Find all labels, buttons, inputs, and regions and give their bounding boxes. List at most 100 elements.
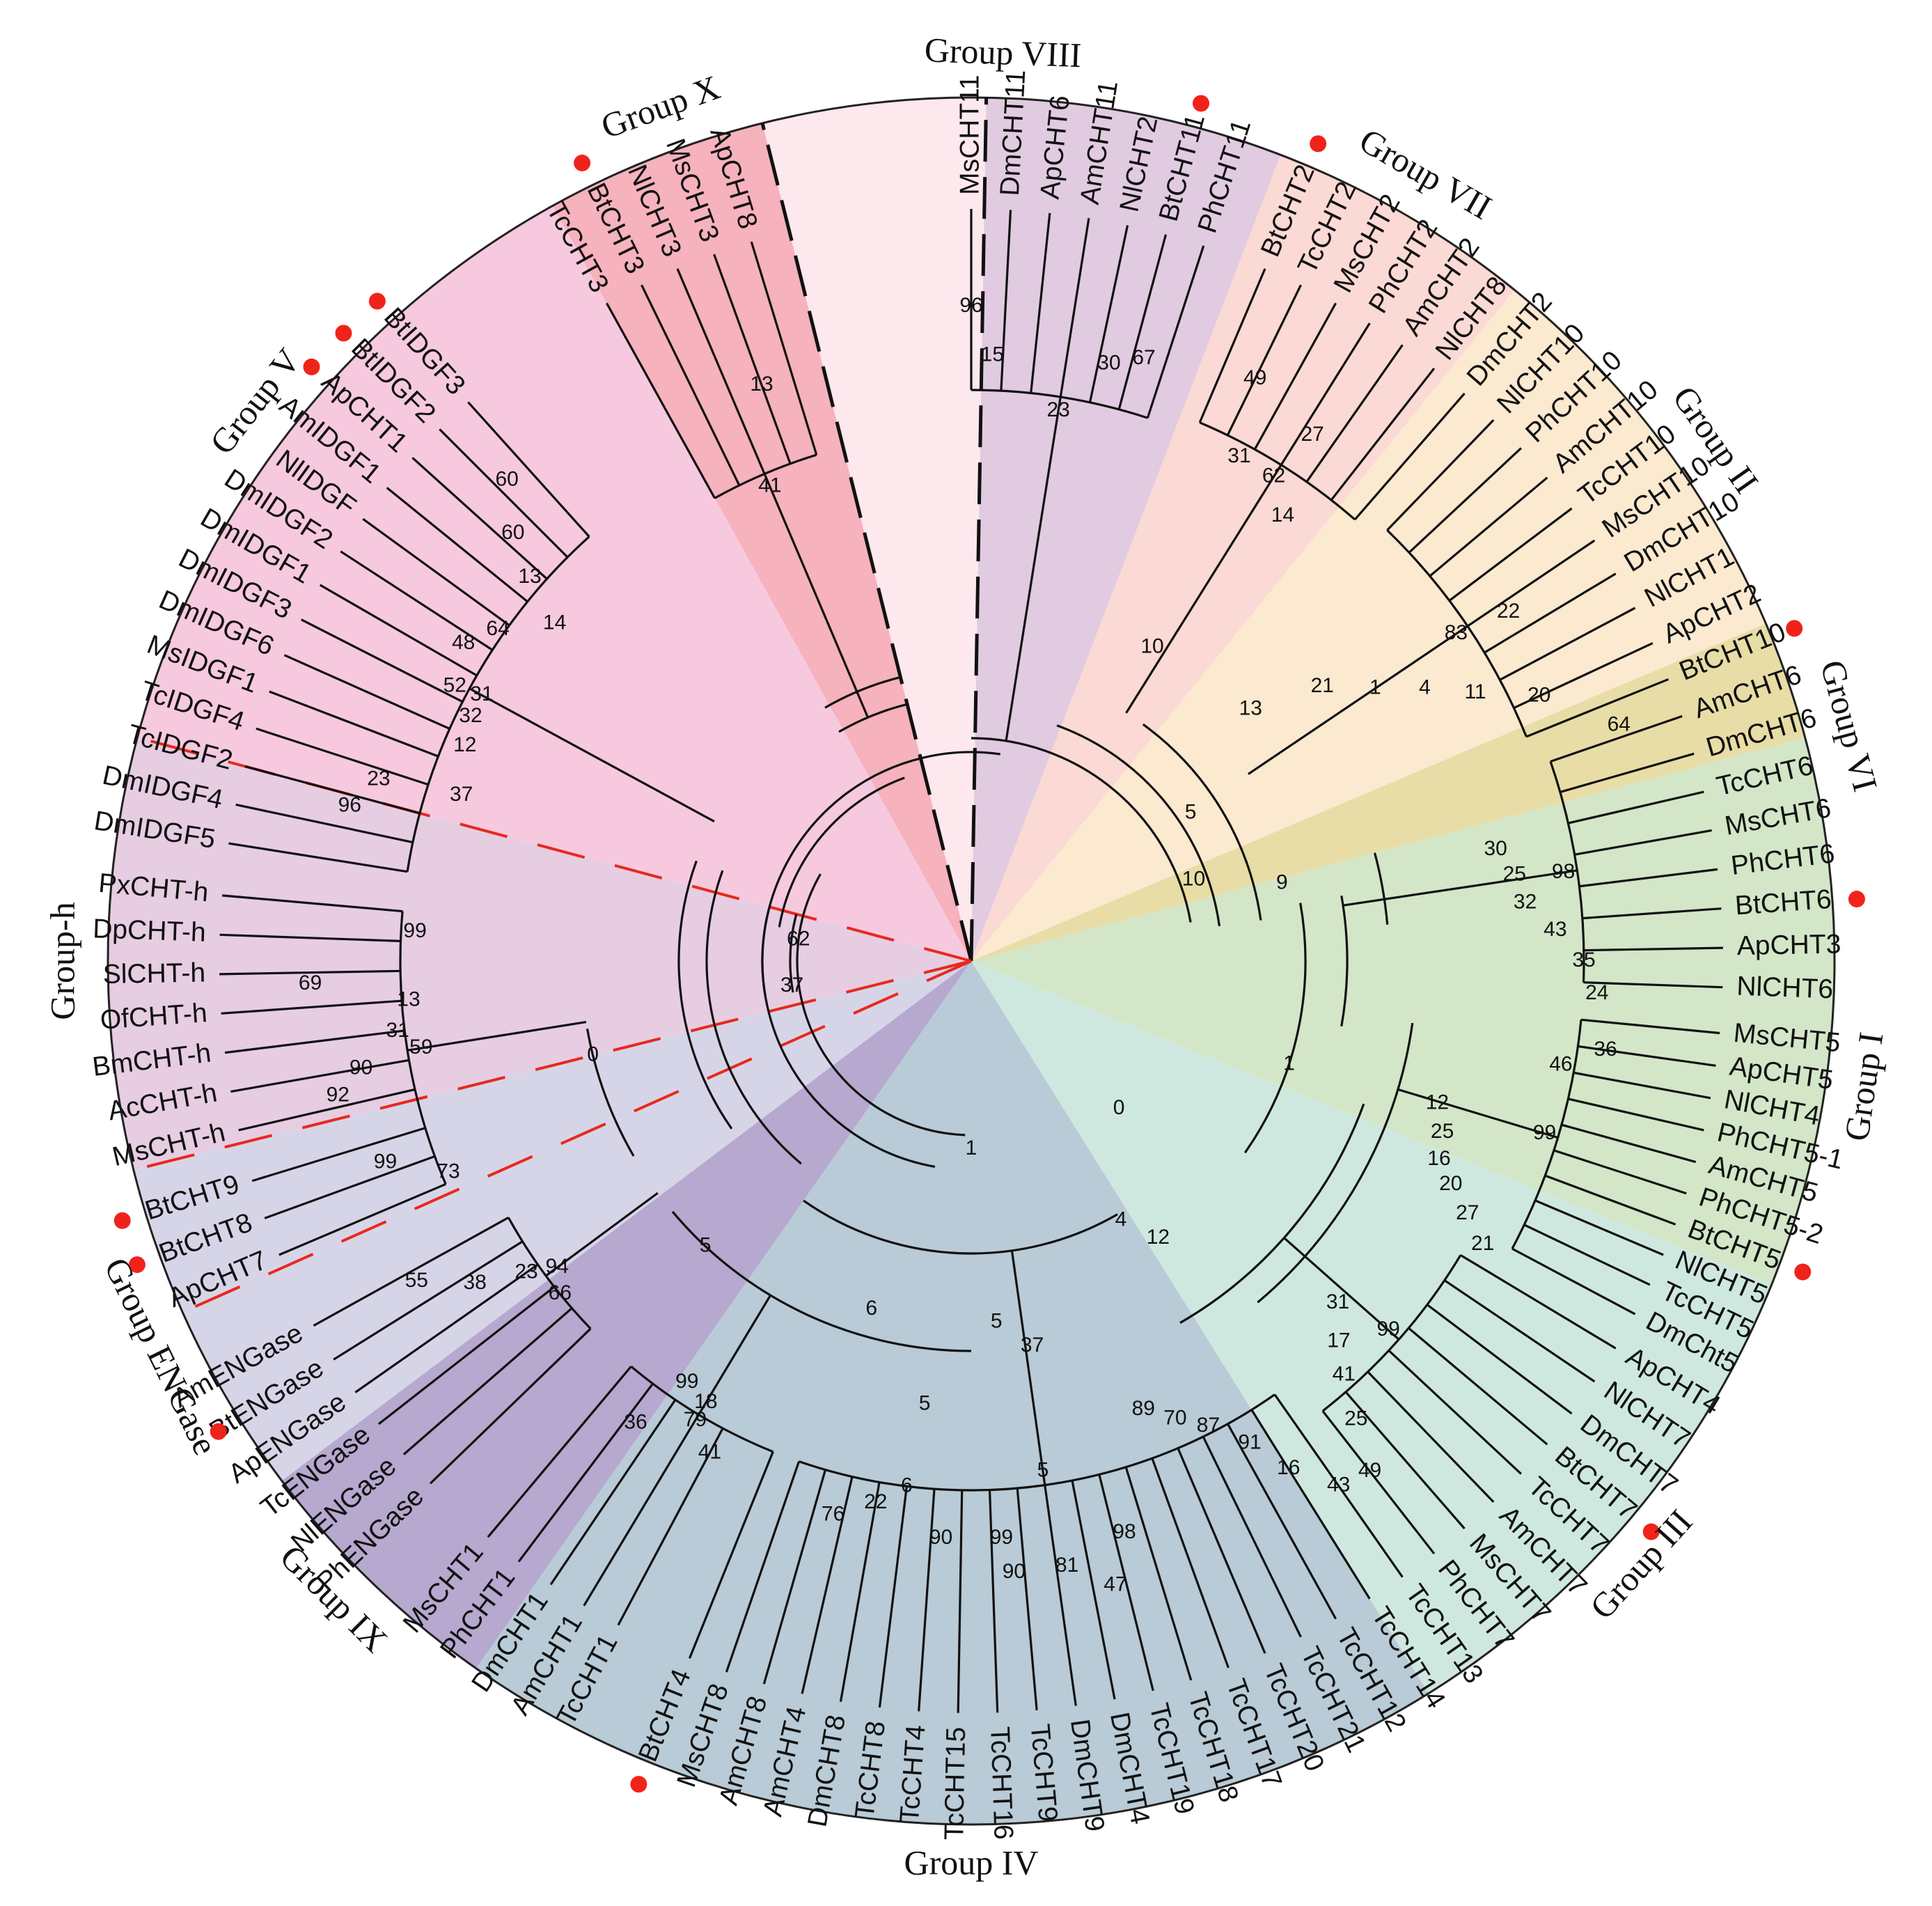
tip-branch bbox=[688, 1451, 774, 1659]
bootstrap-label: 21 bbox=[1311, 674, 1334, 697]
tip-branch bbox=[713, 253, 792, 464]
bootstrap-label: 96 bbox=[959, 294, 982, 317]
tip-branch bbox=[1544, 1174, 1676, 1226]
bootstrap-label: 16 bbox=[1427, 1147, 1450, 1170]
backbone-stem-i bbox=[1397, 1088, 1559, 1139]
tip-branch bbox=[228, 842, 408, 873]
bootstrap-label: 59 bbox=[409, 1036, 432, 1059]
bootstrap-label: 1 bbox=[1369, 675, 1381, 698]
tip-branch bbox=[362, 517, 510, 627]
bootstrap-label: 36 bbox=[624, 1410, 647, 1433]
bootstrap-label: 94 bbox=[545, 1255, 568, 1278]
group-label-viii: Group VIII bbox=[924, 30, 1082, 75]
tip-branch bbox=[1353, 392, 1466, 521]
tip-branch bbox=[1583, 946, 1723, 952]
bootstrap-label: 1 bbox=[1283, 1052, 1295, 1075]
tip-branch bbox=[1227, 1423, 1337, 1620]
bootstrap-label: 81 bbox=[1055, 1554, 1078, 1577]
tip-branch bbox=[957, 1490, 964, 1713]
bootstrap-label: 5 bbox=[1037, 1459, 1049, 1482]
bootstrap-label: 60 bbox=[501, 521, 524, 544]
tip-branch bbox=[283, 654, 450, 730]
tip-branch bbox=[583, 1414, 700, 1607]
tip-branch bbox=[1226, 284, 1302, 436]
tip-branch bbox=[487, 1366, 632, 1538]
tip-branch bbox=[1253, 302, 1337, 451]
leaf-label: TcCHT15 bbox=[939, 1726, 971, 1840]
backbone-arc-15 bbox=[838, 703, 908, 733]
bootstrap-label: 62 bbox=[1262, 464, 1285, 487]
bootstrap-label: 92 bbox=[327, 1083, 350, 1106]
bootstrap-label: 64 bbox=[486, 617, 509, 640]
tip-branch bbox=[1344, 1391, 1466, 1530]
bootstrap-label: 99 bbox=[374, 1150, 397, 1173]
tip-branch bbox=[750, 241, 818, 455]
red-dot-marker bbox=[1848, 891, 1865, 908]
bootstrap-label: 79 bbox=[684, 1408, 707, 1431]
tip-branch bbox=[333, 1240, 524, 1361]
tip-branch bbox=[1499, 607, 1636, 681]
bootstrap-label: 99 bbox=[1376, 1318, 1399, 1341]
bootstrap-label: 66 bbox=[549, 1281, 572, 1304]
red-dot-marker bbox=[1642, 1523, 1660, 1540]
backbone-arc-5 bbox=[1142, 723, 1262, 921]
tip-branch bbox=[725, 1461, 801, 1673]
sector-ix bbox=[281, 961, 971, 1669]
sector-x bbox=[552, 123, 971, 962]
backbone-stem-iv bbox=[1010, 1250, 1046, 1485]
backbone-arc-9 bbox=[705, 870, 802, 1165]
backbone-arc-20 bbox=[796, 873, 966, 1136]
bootstrap-label: 4 bbox=[1419, 675, 1431, 698]
bootstrap-label: 98 bbox=[1113, 1520, 1136, 1543]
bootstrap-label: 14 bbox=[1271, 503, 1294, 526]
sector-engase bbox=[133, 961, 972, 1481]
backbone-arc-3 bbox=[1340, 895, 1349, 1027]
bootstrap-label: 91 bbox=[1238, 1431, 1261, 1454]
tip-branch bbox=[1146, 245, 1205, 419]
bootstrap-label: 21 bbox=[1471, 1232, 1494, 1255]
tip-branch bbox=[1525, 678, 1669, 738]
tip-branch bbox=[1511, 1247, 1636, 1315]
bootstrap-label: 41 bbox=[758, 474, 781, 497]
tip-branch bbox=[1513, 642, 1654, 709]
bootstrap-label: 6 bbox=[865, 1297, 877, 1320]
tip-branch bbox=[918, 1489, 936, 1712]
red-dot-marker bbox=[210, 1423, 227, 1440]
tip-branch bbox=[354, 1263, 539, 1393]
bootstrap-label: 5 bbox=[700, 1233, 712, 1256]
bootstrap-label: 38 bbox=[463, 1271, 486, 1294]
tip-branch bbox=[801, 1476, 854, 1694]
tip-branch bbox=[1579, 868, 1718, 888]
bootstrap-label: 76 bbox=[822, 1503, 845, 1526]
tip-branch bbox=[641, 284, 741, 486]
backbone-stem-viii bbox=[1005, 396, 1062, 742]
group-label-i: Group I bbox=[1837, 1030, 1890, 1143]
tip-branch bbox=[1574, 829, 1712, 856]
tip-branch bbox=[1408, 447, 1522, 554]
sector-blank bbox=[762, 97, 987, 961]
tip-branch bbox=[1030, 212, 1051, 393]
backbone-stem-ii bbox=[1248, 625, 1468, 775]
bootstrap-label: 13 bbox=[750, 373, 773, 396]
backbone-arc-6 bbox=[1056, 724, 1221, 927]
tip-branch bbox=[244, 765, 421, 815]
bootstrap-label: 87 bbox=[1197, 1414, 1220, 1437]
backbone-stem-x bbox=[763, 473, 869, 718]
bootstrap-label: 23 bbox=[367, 767, 390, 790]
bootstrap-label: 90 bbox=[350, 1056, 372, 1079]
bootstrap-label: 83 bbox=[1445, 621, 1468, 644]
backbone-arc-14 bbox=[824, 675, 901, 709]
bootstrap-label: 5 bbox=[919, 1391, 931, 1414]
bootstrap-label: 31 bbox=[1326, 1290, 1349, 1313]
tip-branch bbox=[1560, 752, 1695, 793]
bootstrap-label: 49 bbox=[1243, 366, 1266, 389]
bootstrap-label: 48 bbox=[452, 631, 475, 654]
tip-branch bbox=[1117, 234, 1168, 410]
leaf-label: TcCHT4 bbox=[895, 1724, 932, 1825]
bootstrap-label: 27 bbox=[1301, 423, 1324, 446]
tip-branch bbox=[1016, 1487, 1038, 1711]
tip-branch bbox=[1408, 1327, 1548, 1446]
bootstrap-label: 99 bbox=[1533, 1121, 1556, 1144]
bootstrap-label: 99 bbox=[675, 1370, 698, 1393]
red-dot-marker bbox=[303, 358, 320, 375]
